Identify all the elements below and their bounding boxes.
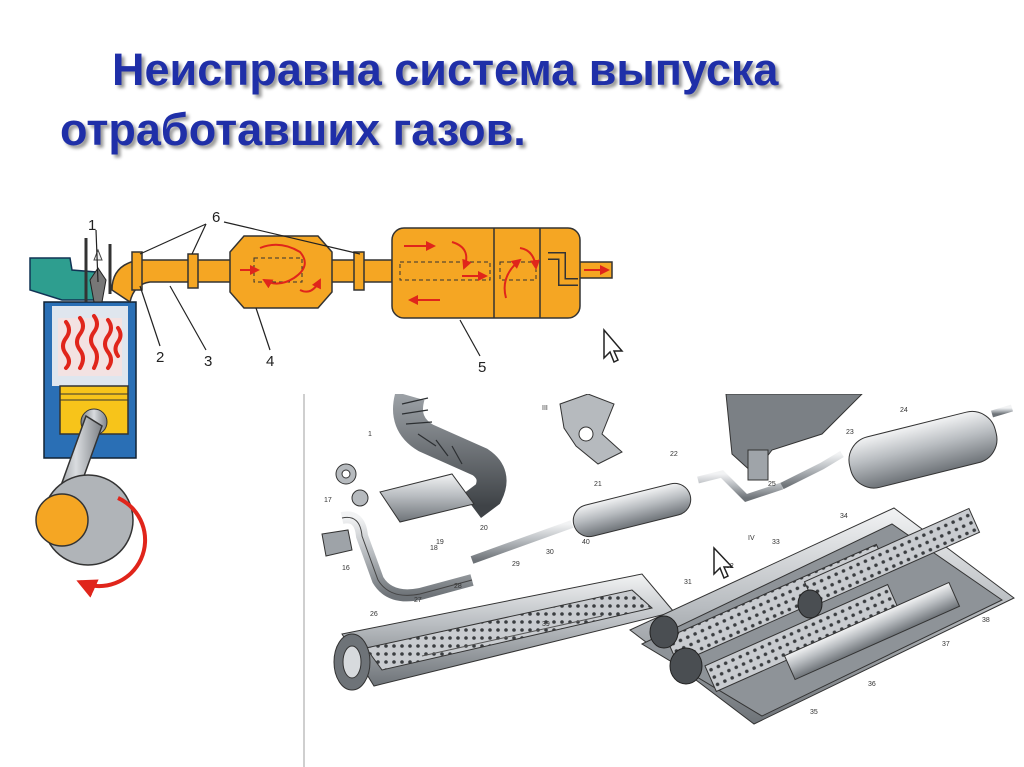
rotation-arrow-icon: [76, 496, 148, 598]
engine-block-part: [725, 394, 863, 481]
callout-4: 4: [266, 353, 274, 370]
part-label: 38: [982, 617, 990, 624]
part-label: 33: [772, 539, 780, 546]
part-label: 1: [368, 431, 372, 438]
part-label: 25: [768, 481, 776, 488]
part-label: 26: [370, 611, 378, 618]
mouse-cursor-icon: [603, 327, 624, 364]
resonator-pipe: [470, 450, 844, 564]
callout-3: 3: [204, 353, 212, 370]
exhaust-system-schematic: 1 6 2 3 4 5: [29, 209, 624, 598]
exhaust-system-exploded-view: 1 17 16 18 19 20 21 22 23 24 25 26 27 28…: [302, 394, 1022, 767]
part-label: 18: [430, 545, 438, 552]
part-label: III: [542, 405, 548, 412]
part-label: 39: [542, 621, 550, 628]
part-label: 29: [512, 561, 520, 568]
part-label: 19: [436, 539, 444, 546]
part-label: 31: [684, 579, 692, 586]
part-label: 36: [868, 681, 876, 688]
part-label: 40: [582, 539, 590, 546]
slide-title-line-1: Неисправна система выпуска: [112, 44, 779, 95]
part-label: 22: [670, 451, 678, 458]
part-label: 20: [480, 525, 488, 532]
muffler-cutaway-iv: [629, 507, 1015, 725]
pipe-flanges: [131, 251, 365, 291]
callout-5: 5: [478, 359, 486, 376]
part-label: 35: [810, 709, 818, 716]
valve-train: [84, 238, 112, 303]
part-label: 23: [846, 429, 854, 436]
combustion-flame: [61, 314, 123, 370]
callout-2: 2: [156, 349, 164, 366]
part-labels: 1 17 16 18 19 20 21 22 23 24 25 26 27 28…: [324, 405, 990, 716]
muffler-cutaway-iii: [333, 573, 675, 691]
part-label: 27: [414, 597, 422, 604]
part-label: IV: [748, 535, 755, 542]
slide-title: Неисправна система выпуска отработавших …: [60, 40, 1000, 160]
part-label: 16: [342, 565, 350, 572]
main-muffler: [391, 227, 610, 319]
callout-6: 6: [212, 209, 220, 226]
rear-muffler: [848, 404, 1014, 489]
mouse-cursor-icon: [713, 546, 734, 580]
connecting-rod: [35, 414, 134, 566]
resonator: [229, 235, 333, 309]
corrugated-hose: [379, 394, 507, 523]
part-label: 24: [900, 407, 908, 414]
part-label: 28: [454, 583, 462, 590]
part-label: 17: [324, 497, 332, 504]
part-label: 21: [594, 481, 602, 488]
part-label: 37: [942, 641, 950, 648]
front-exhaust-pipe: [321, 463, 474, 602]
part-label: 34: [840, 513, 848, 520]
callout-leaders: [95, 221, 481, 357]
part-label: 30: [546, 549, 554, 556]
slide-title-line-2: отработавших газов.: [60, 104, 526, 155]
exhaust-manifold-part: [559, 394, 623, 465]
callout-1: 1: [88, 217, 96, 234]
